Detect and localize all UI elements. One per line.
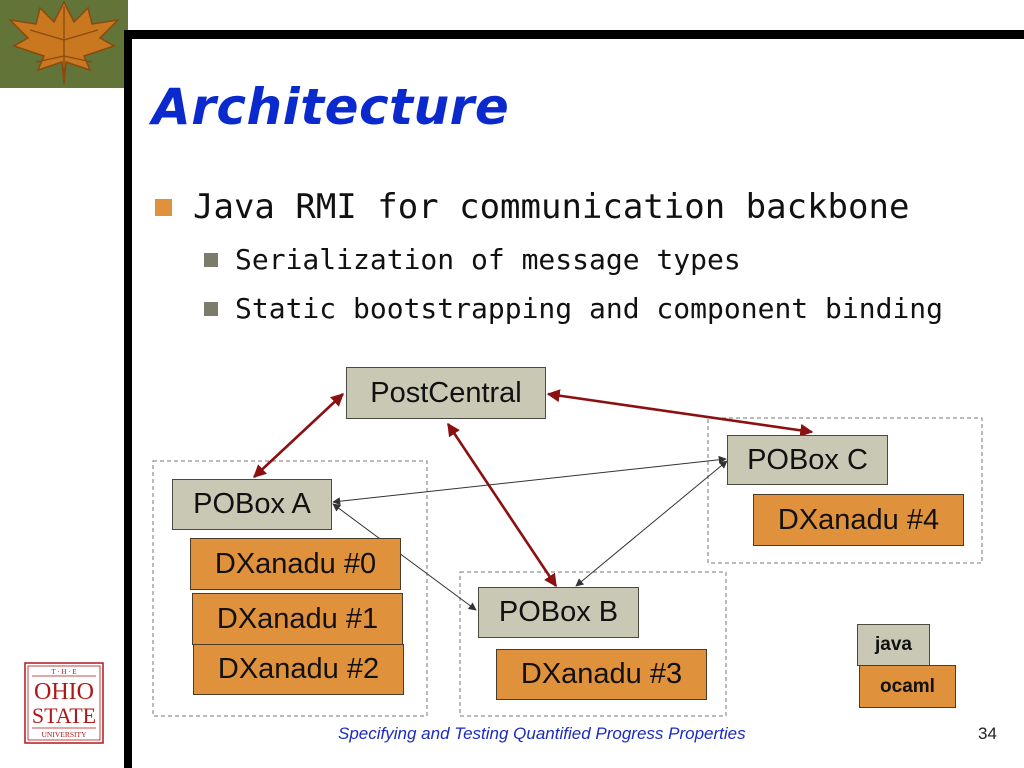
svg-text:UNIVERSITY: UNIVERSITY: [42, 730, 88, 739]
bullet-level-2: Static bootstrapping and component bindi…: [204, 292, 943, 325]
edge-pobox-a-pobox-c: [332, 455, 727, 506]
node-dxanadu-2: DXanadu #2: [193, 644, 404, 695]
node-pobox-b: POBox B: [478, 587, 639, 638]
maple-leaf-icon: [0, 0, 128, 88]
bullet-marker: [155, 198, 172, 216]
footer-text: Specifying and Testing Quantified Progre…: [338, 724, 746, 743]
bullet-marker: [204, 301, 218, 316]
bullet-text: Serialization of message types: [235, 243, 741, 276]
edge-postcentral-pobox-b: [446, 422, 558, 588]
node-pobox-a: POBox A: [172, 479, 332, 530]
node-dxanadu-3: DXanadu #3: [496, 649, 707, 700]
legend-java: java: [857, 624, 930, 666]
svg-text:STATE: STATE: [32, 703, 96, 728]
node-dxanadu-1: DXanadu #1: [192, 593, 403, 645]
legend-ocaml: ocaml: [859, 665, 956, 708]
ohio-state-logo: T · H · E OHIO STATE UNIVERSITY: [24, 662, 104, 744]
top-rule: [130, 30, 1024, 39]
page-number: 34: [978, 724, 997, 743]
bullet-marker: [204, 252, 218, 267]
node-postcentral: PostCentral: [346, 367, 546, 419]
node-dxanadu-4: DXanadu #4: [753, 494, 964, 546]
node-dxanadu-0: DXanadu #0: [190, 538, 401, 590]
edge-pobox-a-pobox-b: [332, 503, 477, 611]
edge-postcentral-pobox-a: [253, 393, 344, 478]
svg-text:T · H · E: T · H · E: [51, 668, 76, 676]
bullet-text: Static bootstrapping and component bindi…: [235, 292, 944, 325]
svg-text:OHIO: OHIO: [34, 679, 94, 705]
node-pobox-c: POBox C: [727, 435, 888, 485]
bullet-level-2: Serialization of message types: [204, 243, 741, 276]
bullet-text: Java RMI for communication backbone: [193, 187, 910, 227]
slide-title: Architecture: [152, 78, 510, 136]
bullet-level-1: Java RMI for communication backbone: [155, 187, 909, 227]
left-rule: [124, 30, 132, 768]
edge-pobox-b-pobox-c: [575, 460, 728, 587]
edge-postcentral-pobox-c: [546, 389, 814, 437]
